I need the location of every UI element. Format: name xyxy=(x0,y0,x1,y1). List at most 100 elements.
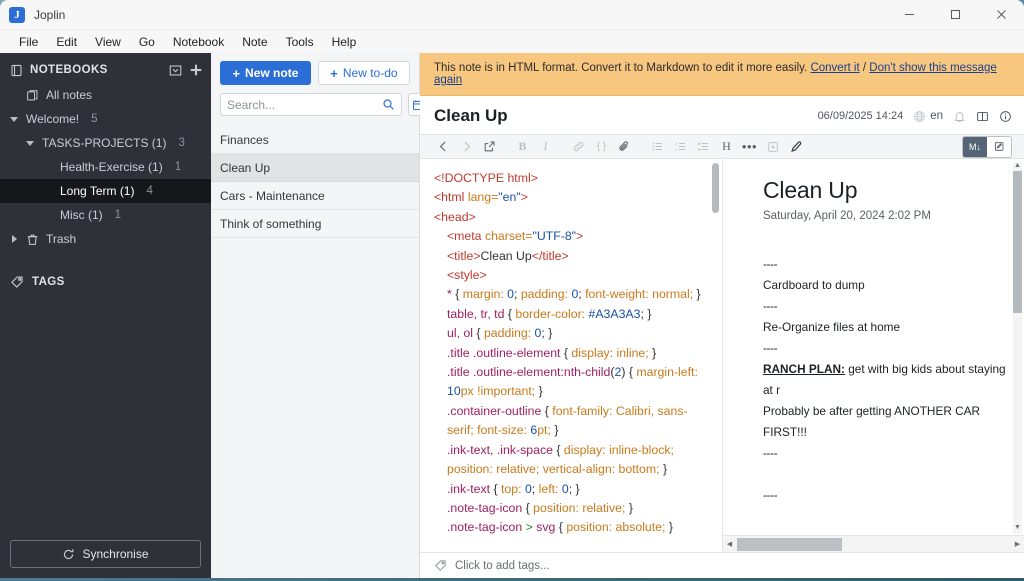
numbered-list-icon[interactable]: 1 2 xyxy=(669,135,692,158)
code-token: position: absolute; xyxy=(566,520,669,535)
list-item[interactable]: Think of something xyxy=(211,210,419,238)
spellcheck-language[interactable]: en xyxy=(913,110,943,123)
code-token: position: relative; xyxy=(533,500,629,515)
sidebar-item-trash[interactable]: Trash xyxy=(0,227,211,251)
bold-icon[interactable]: B xyxy=(518,139,527,153)
back-icon[interactable] xyxy=(432,135,455,158)
menu-notebook[interactable]: Notebook xyxy=(172,34,225,49)
sidebar-item-long-term[interactable]: Long Term (1) 4 xyxy=(0,179,211,203)
close-icon[interactable] xyxy=(978,0,1024,30)
search-box[interactable] xyxy=(220,93,402,116)
chevron-down-icon[interactable] xyxy=(26,139,35,148)
code-line: .note-tag-icon { position: relative; } xyxy=(434,499,708,518)
page-title[interactable]: Clean Up xyxy=(434,106,508,125)
highlight-icon[interactable] xyxy=(784,135,807,158)
scroll-up-arrow-icon[interactable]: ▲ xyxy=(1014,161,1021,169)
sidebar-item-misc[interactable]: Misc (1) 1 xyxy=(0,203,211,227)
menu-file[interactable]: File xyxy=(19,34,39,49)
code-token: "UTF-8" xyxy=(532,229,577,244)
preview-vertical-scrollbar[interactable] xyxy=(1013,163,1022,534)
maximize-icon[interactable] xyxy=(932,0,978,30)
insert-icon[interactable] xyxy=(761,135,784,158)
preview-horizontal-thumb[interactable] xyxy=(737,538,842,551)
search-icon[interactable] xyxy=(382,98,395,111)
menu-go[interactable]: Go xyxy=(138,34,155,49)
code-editor-scrollbar[interactable] xyxy=(712,163,719,213)
scroll-left-arrow-icon[interactable]: ◀ xyxy=(726,541,733,548)
preview-separator: ---- xyxy=(763,299,778,313)
code-token: margin-left: xyxy=(636,365,702,380)
scroll-down-arrow-icon[interactable]: ▼ xyxy=(1014,523,1021,531)
code-token: 6 xyxy=(530,423,538,438)
italic-icon[interactable]: I xyxy=(543,139,548,153)
sidebar-item-count: 5 xyxy=(91,113,98,125)
note-list: Finances Clean Up Cars - Maintenance Thi… xyxy=(211,126,419,578)
code-token: { xyxy=(556,442,564,457)
code-line: <meta charset="UTF-8"> xyxy=(434,227,708,246)
editor-panel: This note is in HTML format. Convert it … xyxy=(420,53,1024,578)
synchronise-button[interactable]: Synchronise xyxy=(10,540,201,568)
code-line: <html lang="en"> xyxy=(434,188,708,207)
sidebar-item-tasks-projects[interactable]: TASKS-PROJECTS (1) 3 xyxy=(0,131,211,155)
bullet-list-icon[interactable] xyxy=(646,135,669,158)
sidebar-item-health-exercise[interactable]: Health-Exercise (1) 1 xyxy=(0,155,211,179)
code-line: .title .outline-element { display: inlin… xyxy=(434,344,708,363)
checkbox-list-icon[interactable] xyxy=(692,135,715,158)
code-token: > xyxy=(576,229,584,244)
collapse-all-icon[interactable] xyxy=(169,64,182,77)
chevron-right-icon[interactable] xyxy=(10,234,19,244)
menu-view[interactable]: View xyxy=(95,34,121,49)
preview-separator: ---- xyxy=(763,446,778,460)
scroll-right-arrow-icon[interactable]: ▶ xyxy=(1014,541,1021,548)
code-icon[interactable]: { } xyxy=(596,141,607,152)
tag-icon xyxy=(434,559,447,572)
sidebar-item-count: 3 xyxy=(178,137,185,149)
sidebar-item-label: Misc (1) xyxy=(60,208,103,222)
dont-show-again-link[interactable]: Don't show this message again xyxy=(434,62,997,86)
new-todo-button[interactable]: + New to-do xyxy=(317,61,411,85)
convert-it-link[interactable]: Convert it xyxy=(810,62,860,74)
code-token: { xyxy=(563,345,572,360)
menu-note[interactable]: Note xyxy=(242,34,268,49)
note-title: Think of something xyxy=(220,216,322,231)
search-input[interactable] xyxy=(227,97,382,112)
code-editor-content[interactable]: <!DOCTYPE html><html lang="en"><head><me… xyxy=(434,169,708,538)
code-token: #A3A3A3 xyxy=(588,306,641,321)
more-icon[interactable]: ••• xyxy=(741,138,758,154)
chevron-down-icon[interactable] xyxy=(10,115,19,124)
link-icon[interactable] xyxy=(567,135,590,158)
code-token: { xyxy=(493,481,501,496)
note-list-panel: + New note + New to-do xyxy=(211,53,452,578)
markdown-toggle-button[interactable]: M↓ xyxy=(963,136,987,157)
split-view-icon[interactable] xyxy=(976,110,989,123)
list-item[interactable]: Clean Up xyxy=(211,154,419,182)
code-token: } xyxy=(628,500,633,515)
external-link-icon[interactable] xyxy=(478,135,501,158)
sidebar-item-label: Welcome! xyxy=(26,112,80,126)
code-token: margin: xyxy=(462,287,508,302)
new-notebook-icon[interactable] xyxy=(189,63,203,77)
tag-bar[interactable]: Click to add tags... xyxy=(420,552,1024,578)
code-token: 10 xyxy=(447,384,461,399)
sidebar-item-welcome[interactable]: Welcome! 5 xyxy=(0,107,211,131)
attach-icon[interactable] xyxy=(613,135,636,158)
list-item[interactable]: Cars - Maintenance xyxy=(211,182,419,210)
forward-icon[interactable] xyxy=(455,135,478,158)
split-panes: <!DOCTYPE html><html lang="en"><head><me… xyxy=(420,159,1024,552)
preview-vertical-thumb[interactable] xyxy=(1013,171,1022,313)
minimize-icon[interactable] xyxy=(886,0,932,30)
menu-help[interactable]: Help xyxy=(331,34,357,49)
info-icon[interactable] xyxy=(999,110,1012,123)
new-note-button[interactable]: + New note xyxy=(220,61,311,85)
menu-tools[interactable]: Tools xyxy=(285,34,314,49)
heading-icon[interactable]: H xyxy=(722,139,731,153)
menu-edit[interactable]: Edit xyxy=(56,34,78,49)
rich-text-toggle-button[interactable] xyxy=(987,136,1011,157)
note-title: Clean Up xyxy=(220,160,271,175)
preview-horizontal-scrollbar[interactable]: ◀ ▶ xyxy=(723,535,1024,552)
alarm-icon[interactable] xyxy=(953,110,966,123)
code-editor-pane[interactable]: <!DOCTYPE html><html lang="en"><head><me… xyxy=(420,159,723,552)
sidebar-item-all-notes[interactable]: All notes xyxy=(0,83,211,107)
list-item[interactable]: Finances xyxy=(211,126,419,154)
preview-separator: ---- xyxy=(763,488,778,502)
